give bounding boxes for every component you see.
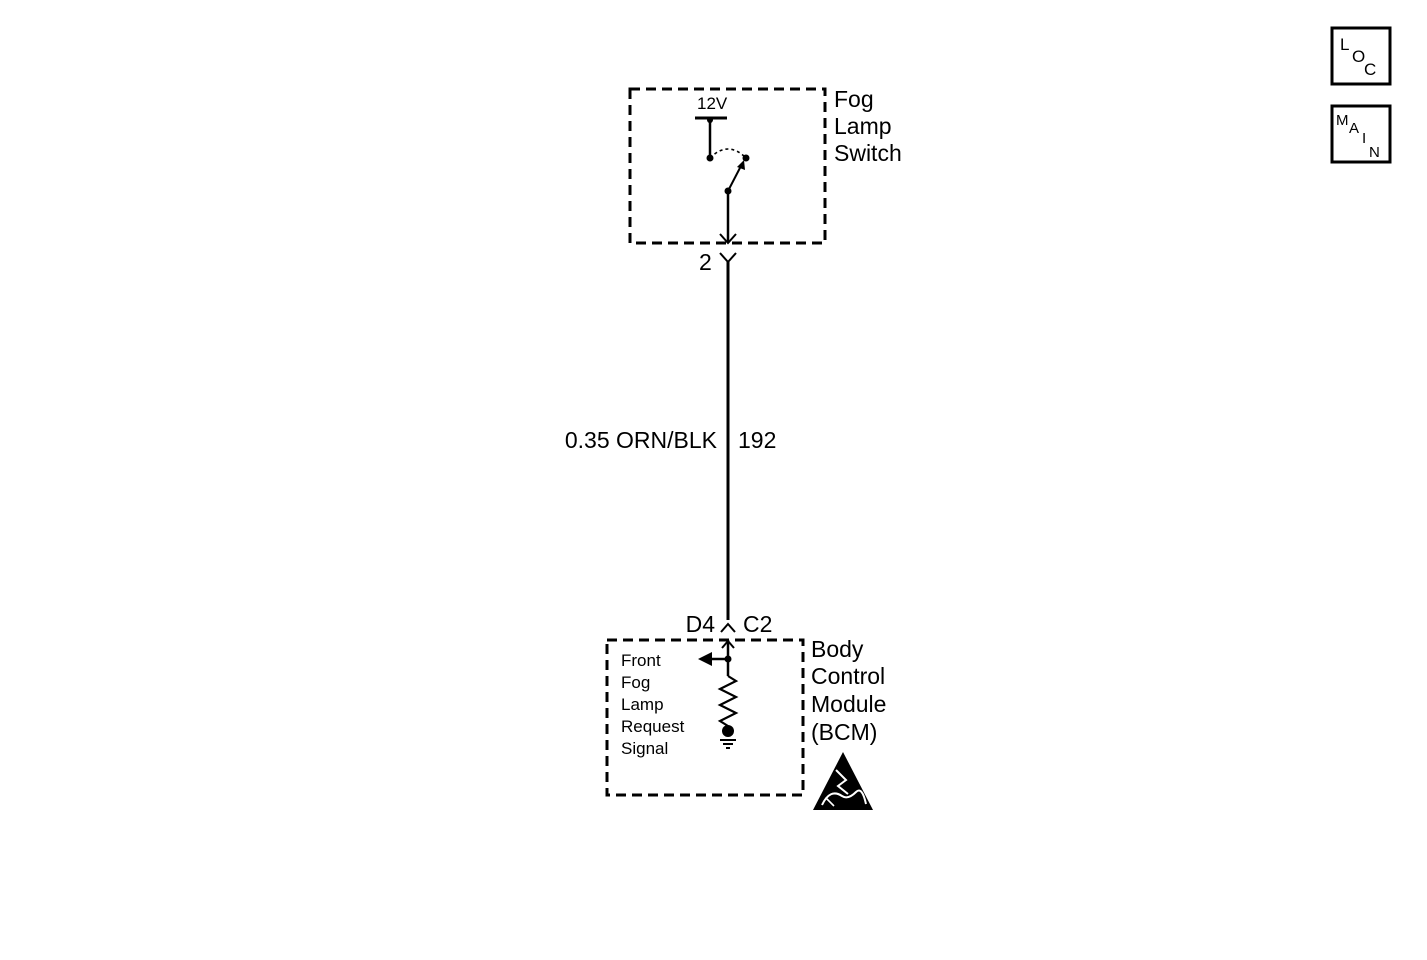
fog-lamp-switch: 12V Fog Lamp Switch — [628, 86, 902, 245]
wire-spec-label: 0.35 ORN/BLK — [565, 427, 718, 453]
bcm-connector: D4 C2 — [686, 611, 773, 637]
bcm-name-line3: Module — [811, 691, 886, 717]
main-letter-a: A — [1349, 120, 1359, 137]
switch-blade-arrow — [737, 160, 745, 170]
ground-node — [722, 725, 734, 737]
bcm-pin-id: C2 — [743, 611, 772, 637]
signal-label-line3: Lamp — [621, 695, 664, 714]
fog-switch-name-line3: Switch — [834, 140, 902, 166]
bcm-name-line2: Control — [811, 663, 885, 689]
loc-button[interactable]: L O C — [1330, 26, 1392, 86]
connector-pin-2: 2 — [699, 249, 737, 275]
loc-letter-l: L — [1340, 35, 1349, 54]
body-control-module: Front Fog Lamp Request Signal Body Contr… — [605, 636, 886, 797]
circuit-number-label: 192 — [738, 427, 776, 453]
bcm-name-line4: (BCM) — [811, 719, 877, 745]
loc-letter-o: O — [1352, 47, 1365, 66]
signal-label-line1: Front — [621, 651, 661, 670]
fog-switch-name-line1: Fog — [834, 86, 874, 112]
signal-arrow-head — [698, 652, 712, 666]
fog-switch-box — [628, 87, 827, 245]
connector-female-symbol — [719, 252, 737, 264]
switch-contact-right — [742, 154, 750, 162]
pull-down-resistor — [717, 675, 739, 727]
switch-actuator-arc — [709, 148, 747, 159]
bcm-connector-symbol — [720, 622, 736, 633]
fog-switch-name-line2: Lamp — [834, 113, 892, 139]
bcm-connector-id: D4 — [686, 611, 716, 637]
signal-label-line4: Request — [621, 717, 685, 736]
supply-voltage-label: 12V — [697, 94, 728, 113]
main-button[interactable]: M A I N — [1330, 104, 1392, 164]
bcm-name-line1: Body — [811, 636, 864, 662]
signal-label-line2: Fog — [621, 673, 650, 692]
bcm-box — [605, 638, 805, 797]
main-letter-m: M — [1336, 112, 1349, 129]
esd-warning-icon — [813, 752, 873, 810]
pin-number-label: 2 — [699, 249, 712, 275]
main-letter-i: I — [1362, 130, 1366, 147]
main-letter-n: N — [1369, 144, 1380, 161]
signal-label-line5: Signal — [621, 739, 668, 758]
loc-letter-c: C — [1364, 60, 1376, 79]
switch-blade — [727, 163, 743, 192]
